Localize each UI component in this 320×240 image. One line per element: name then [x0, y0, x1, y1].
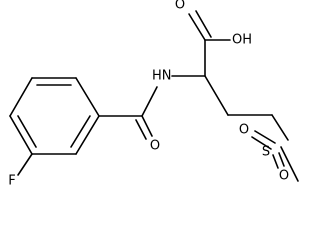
bond-c-f [17, 153, 33, 176]
bond-layer [9, 10, 299, 182]
ring-bond-c4-c5 [9, 115, 33, 155]
atom-label-sulfonyl-o-right: O [279, 169, 289, 184]
atom-label-carbonyl-o: O [175, 0, 185, 13]
ring-bond-c6-c1-inner [70, 115, 91, 148]
ring-bond-c6-c1 [75, 115, 100, 155]
atom-label-sulfonyl-o-top: O [239, 123, 249, 138]
atom-label-oh: OH [232, 33, 252, 48]
label-layer: OH O HN O F S O O [8, 0, 289, 189]
bond-s-o-right-2 [278, 152, 285, 167]
bond-s-o-top-1 [254, 130, 276, 144]
atom-label-nh: HN [152, 69, 172, 84]
bond-cooh-c-o-2 [195, 10, 212, 38]
atom-label-sulfur: S [262, 145, 270, 160]
bond-s-o-top-2 [251, 136, 272, 150]
bond-cooh-c-o-1 [188, 13, 206, 41]
bond-calpha-cbeta [204, 75, 229, 116]
atom-label-amide-o: O [150, 139, 160, 154]
atom-label-fluorine: F [8, 174, 15, 189]
bond-amide-c-n [141, 86, 158, 117]
bond-s-methyl [280, 146, 299, 182]
bond-cgamma-s [271, 114, 289, 141]
ring-bond-c1-c2 [75, 77, 100, 117]
ring-bond-c4-c5-inner [17, 115, 37, 148]
bond-amide-c-o-1 [141, 115, 153, 137]
bond-s-o-right-1 [272, 154, 279, 169]
ring-bond-c3-c4 [9, 77, 33, 117]
bond-amide-c-o-2 [135, 119, 147, 140]
structural-formula: OH O HN O F S O O [8, 0, 299, 189]
